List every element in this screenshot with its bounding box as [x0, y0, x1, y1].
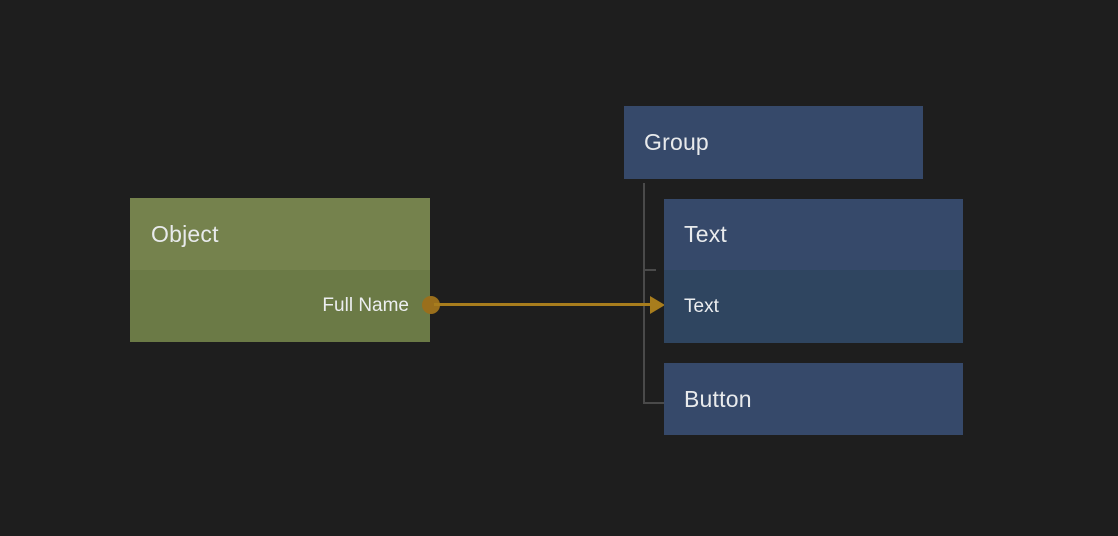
node-object-header[interactable]: Object	[130, 198, 430, 270]
node-object-row-label: Full Name	[322, 295, 409, 316]
node-group[interactable]: Group	[624, 106, 923, 179]
node-object[interactable]: Object Full Name	[130, 198, 430, 342]
node-object-title: Object	[151, 220, 219, 247]
node-text-row-text[interactable]: Text	[664, 270, 963, 343]
output-port-full-name[interactable]	[422, 296, 440, 314]
node-text[interactable]: Text Text	[664, 199, 963, 343]
node-object-row-full-name[interactable]: Full Name	[130, 270, 430, 342]
node-group-title: Group	[644, 129, 709, 155]
tree-guide-branch-button	[643, 402, 665, 404]
node-text-title: Text	[684, 221, 727, 247]
tree-guide-branch-text	[643, 269, 656, 271]
node-button[interactable]: Button	[664, 363, 963, 435]
node-button-header[interactable]: Button	[664, 363, 963, 435]
tree-guide-vertical	[643, 183, 645, 404]
node-button-title: Button	[684, 385, 752, 412]
connection-arrowhead	[650, 296, 665, 314]
connection-line[interactable]	[434, 303, 650, 306]
node-group-header[interactable]: Group	[624, 106, 923, 179]
node-text-header[interactable]: Text	[664, 199, 963, 270]
node-text-row-label: Text	[684, 295, 719, 317]
